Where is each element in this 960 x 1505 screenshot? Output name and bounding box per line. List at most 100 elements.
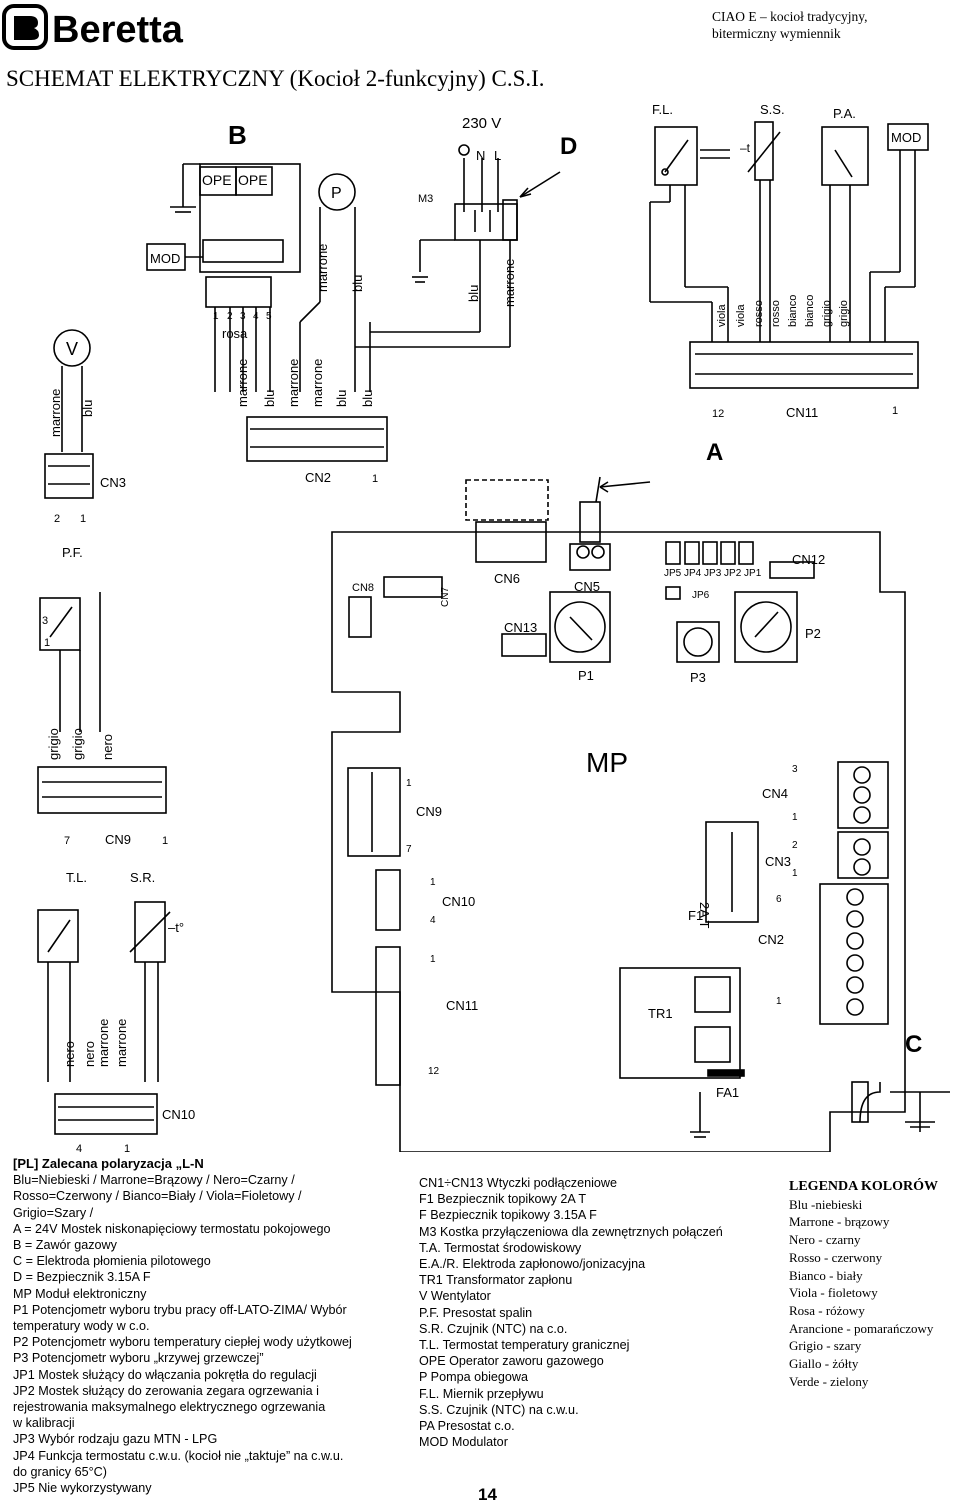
legend-left-line: A = 24V Mostek niskonapięciowy termostat… <box>13 1221 331 1236</box>
label-D: D <box>560 133 577 160</box>
label-CN11-top: CN11 <box>786 405 818 420</box>
num-cn3-2-b: 2 <box>792 840 798 851</box>
label-PA: P.A. <box>833 106 856 121</box>
label-SS: S.S. <box>760 102 785 117</box>
legend-left-line: P3 Potencjometr wyboru „krzywej grzewcze… <box>13 1351 264 1366</box>
legend-mid-line: F1 Bezpiecznik topikowy 2A T <box>419 1192 587 1207</box>
legend-left-line: JP3 Wybór rodzaju gazu MTN - LPG <box>13 1432 218 1447</box>
label-F1: F1 <box>688 908 703 923</box>
legend-left-line: w kalibracji <box>13 1416 75 1431</box>
legend-middle: CN1÷CN13 Wtyczki podłączeniowe F1 Bezpie… <box>419 1175 759 1450</box>
num-pf-3: 3 <box>42 615 48 627</box>
label-CN10-left: CN10 <box>162 1107 195 1122</box>
legend-mid-line: S.S. Czujnik (NTC) na c.w.u. <box>419 1402 579 1417</box>
num-rosa-5: 5 <box>266 311 272 322</box>
wire-blu: blu <box>360 390 375 407</box>
label-M3: M3 <box>418 193 433 205</box>
wire-marrone: marrone <box>502 259 517 307</box>
num-rosa-3: 3 <box>240 311 246 322</box>
label-mod-right: MOD <box>891 130 921 145</box>
num-b-cn9-1: 1 <box>406 778 412 789</box>
label-CN6: CN6 <box>494 571 520 586</box>
page-title: SCHEMAT ELEKTRYCZNY (Kocioł 2-funkcyjny)… <box>6 66 545 91</box>
label-jp-row: JP5 JP4 JP3 JP2 JP1 <box>664 568 762 579</box>
legend-mid-line: PA Presostat c.o. <box>419 1419 515 1434</box>
legend-left-line: temperatury wody w c.o. <box>13 1319 150 1334</box>
label-CN5: CN5 <box>574 579 600 594</box>
legend-left-line: B = Zawór gazowy <box>13 1238 117 1253</box>
legend-left-line: Rosso=Czerwony / Bianco=Biały / Viola=Fi… <box>13 1189 302 1204</box>
subtitle-line-1: CIAO E – kocioł tradycyjny, <box>712 9 868 24</box>
wire-blu: blu <box>262 390 277 407</box>
label-CN3-left: CN3 <box>100 475 126 490</box>
legend-left-line: do granicy 65°C) <box>13 1464 107 1479</box>
color-legend-item: Giallo - żółty <box>789 1356 859 1372</box>
wire-viola: viola <box>716 303 728 327</box>
num-cn4-1: 1 <box>792 812 798 823</box>
legend-left-heading: [PL] Zalecana polaryzacja „L-N <box>13 1156 204 1171</box>
legend-left-line: D = Bezpiecznik 3.15A F <box>13 1270 151 1285</box>
legend-left-line: Grigio=Szary / <box>13 1205 94 1220</box>
color-legend-item: Arancione - pomarańczowy <box>789 1320 934 1336</box>
wire-rosso: rosso <box>753 300 765 327</box>
num-cn2-1-b: 1 <box>776 996 782 1007</box>
label-CN3-board: CN3 <box>765 854 791 869</box>
num-cn9-7: 7 <box>64 835 70 847</box>
wire-grigio: grigio <box>46 728 61 760</box>
color-legend-item: Rosso - czerwony <box>789 1249 883 1265</box>
legend-mid-line: P.F. Presostat spalin <box>419 1305 533 1320</box>
page-number: 14 <box>478 1485 497 1504</box>
label-fuse-2AT: 2A T <box>697 902 712 929</box>
wire-marrone: marrone <box>310 359 325 407</box>
color-legend-item: Verde - zielony <box>789 1373 869 1389</box>
label-P2: P2 <box>805 626 821 641</box>
beretta-logo: Beretta <box>2 4 184 50</box>
label-pump-P: P <box>331 185 342 202</box>
label-CN12: CN12 <box>792 552 825 567</box>
num-cn11-1: 1 <box>892 405 898 417</box>
num-cn2-6: 6 <box>776 894 782 905</box>
num-cn9-1: 1 <box>162 835 168 847</box>
legend-mid-line: F.L. Miernik przepływu <box>419 1386 544 1401</box>
wire-nero: nero <box>100 734 115 760</box>
legend-left-line: JP1 Mostek służący do włączania pokrętła… <box>13 1367 317 1382</box>
legend-mid-line: OPE Operator zaworu gazowego <box>419 1354 604 1369</box>
header-subtitle: CIAO E – kocioł tradycyjny, bitermiczny … <box>712 8 942 42</box>
legend-mid-line: MOD Modulator <box>419 1435 508 1450</box>
label-CN9-board: CN9 <box>416 804 442 819</box>
color-legend-item: Marrone - brązowy <box>789 1214 890 1230</box>
num-cn10-1: 1 <box>124 1143 130 1152</box>
legend-mid-line: E.A./R. Elektroda zapłonowo/jonizacyjna <box>419 1257 646 1272</box>
legend-left-line: P2 Potencjometr wyboru temperatury ciepł… <box>13 1335 352 1350</box>
wire-blu: blu <box>80 400 95 417</box>
wire-marrone: marrone <box>235 359 250 407</box>
label-CN10-board: CN10 <box>442 894 475 909</box>
wire-blu: blu <box>466 285 481 302</box>
num-cn3-1: 1 <box>80 513 86 525</box>
wiring-diagram: B D A C MP 230 V N L M3 OPE OPE MOD MOD … <box>37 102 950 1152</box>
label-JP6: JP6 <box>692 590 710 601</box>
legend-left-line: P1 Potencjometr wyboru trybu pracy off-L… <box>13 1302 347 1317</box>
label-TL: T.L. <box>66 870 87 885</box>
num-rosa-1: 1 <box>213 311 219 322</box>
wire-nero: nero <box>62 1041 77 1067</box>
wire-blu: blu <box>350 275 365 292</box>
legend-left: [PL] Zalecana polaryzacja „L-N Blu=Niebi… <box>13 1156 363 1496</box>
label-CN4: CN4 <box>762 786 788 801</box>
num-cn3-2: 2 <box>54 513 60 525</box>
wire-marrone: marrone <box>48 389 63 437</box>
label-ope-2: OPE <box>238 172 268 188</box>
legend-left-line: MP Moduł elektroniczny <box>13 1286 147 1301</box>
legend-mid-line: P Pompa obiegowa <box>419 1370 528 1385</box>
color-legend-item: Bianco - biały <box>789 1267 863 1283</box>
legend-mid-line: T.A. Termostat środowiskowy <box>419 1240 582 1255</box>
label-ope-1: OPE <box>202 172 232 188</box>
wire-nero: nero <box>82 1041 97 1067</box>
legend-left-line: rejestrowania maksymalnego elektrycznego… <box>13 1400 326 1415</box>
label-CN2-top: CN2 <box>305 470 331 485</box>
legend-mid-line: TR1 Transformator zapłonu <box>419 1273 573 1288</box>
label-L: L <box>494 148 501 163</box>
num-cn3-1-b: 1 <box>792 868 798 879</box>
wire-grigio: grigio <box>838 300 850 327</box>
color-legend: LEGENDA KOLORÓW Blu -niebieski Marrone -… <box>789 1178 959 1390</box>
